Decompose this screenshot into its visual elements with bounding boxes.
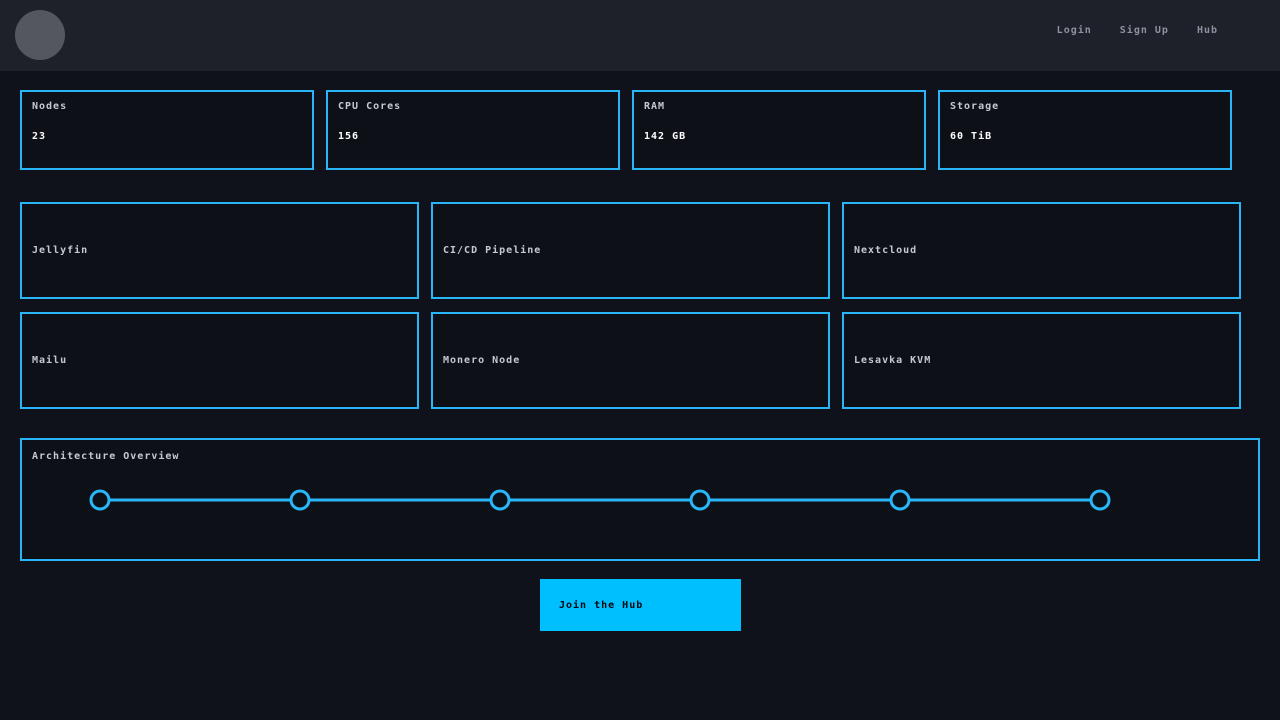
stat-label: RAM	[644, 101, 666, 112]
stat-card-storage: Storage 60 TiB	[938, 90, 1232, 170]
stat-label: Nodes	[32, 101, 68, 112]
service-card-monero-node[interactable]: Monero Node	[431, 312, 830, 409]
stat-value: 142 GB	[644, 131, 687, 142]
services-grid: Jellyfin CI/CD Pipeline Nextcloud Mailu …	[20, 202, 1241, 409]
service-name: Jellyfin	[32, 245, 89, 256]
stat-card-cpu-cores: CPU Cores 156	[326, 90, 620, 170]
stats-row: Nodes 23 CPU Cores 156 RAM 142 GB Storag…	[20, 90, 1232, 170]
nav-link-sign-up[interactable]: Sign Up	[1119, 25, 1169, 36]
service-card-nextcloud[interactable]: Nextcloud	[842, 202, 1241, 299]
service-card-cicd-pipeline[interactable]: CI/CD Pipeline	[431, 202, 830, 299]
nav-links: Login Sign Up Hub	[1057, 25, 1218, 36]
service-name: CI/CD Pipeline	[443, 245, 542, 256]
stat-card-nodes: Nodes 23	[20, 90, 314, 170]
service-name: Monero Node	[443, 355, 521, 366]
logo-avatar[interactable]	[15, 10, 65, 60]
service-name: Lesavka KVM	[854, 355, 932, 366]
stat-label: Storage	[950, 101, 1000, 112]
architecture-title: Architecture Overview	[32, 451, 180, 462]
nav-link-hub[interactable]: Hub	[1196, 25, 1218, 36]
navbar: Login Sign Up Hub	[0, 0, 1280, 71]
service-card-lesavka-kvm[interactable]: Lesavka KVM	[842, 312, 1241, 409]
stat-value: 23	[32, 131, 47, 142]
architecture-diagram	[89, 489, 1111, 511]
service-card-mailu[interactable]: Mailu	[20, 312, 419, 409]
stat-label: CPU Cores	[338, 101, 402, 112]
service-name: Mailu	[32, 355, 68, 366]
stat-card-ram: RAM 142 GB	[632, 90, 926, 170]
service-name: Nextcloud	[854, 245, 918, 256]
architecture-panel: Architecture Overview	[20, 438, 1260, 561]
service-card-jellyfin[interactable]: Jellyfin	[20, 202, 419, 299]
nav-link-login[interactable]: Login	[1056, 25, 1092, 36]
stat-value: 156	[338, 131, 360, 142]
stat-value: 60 TiB	[950, 131, 993, 142]
join-hub-button[interactable]: Join the Hub	[540, 579, 741, 631]
